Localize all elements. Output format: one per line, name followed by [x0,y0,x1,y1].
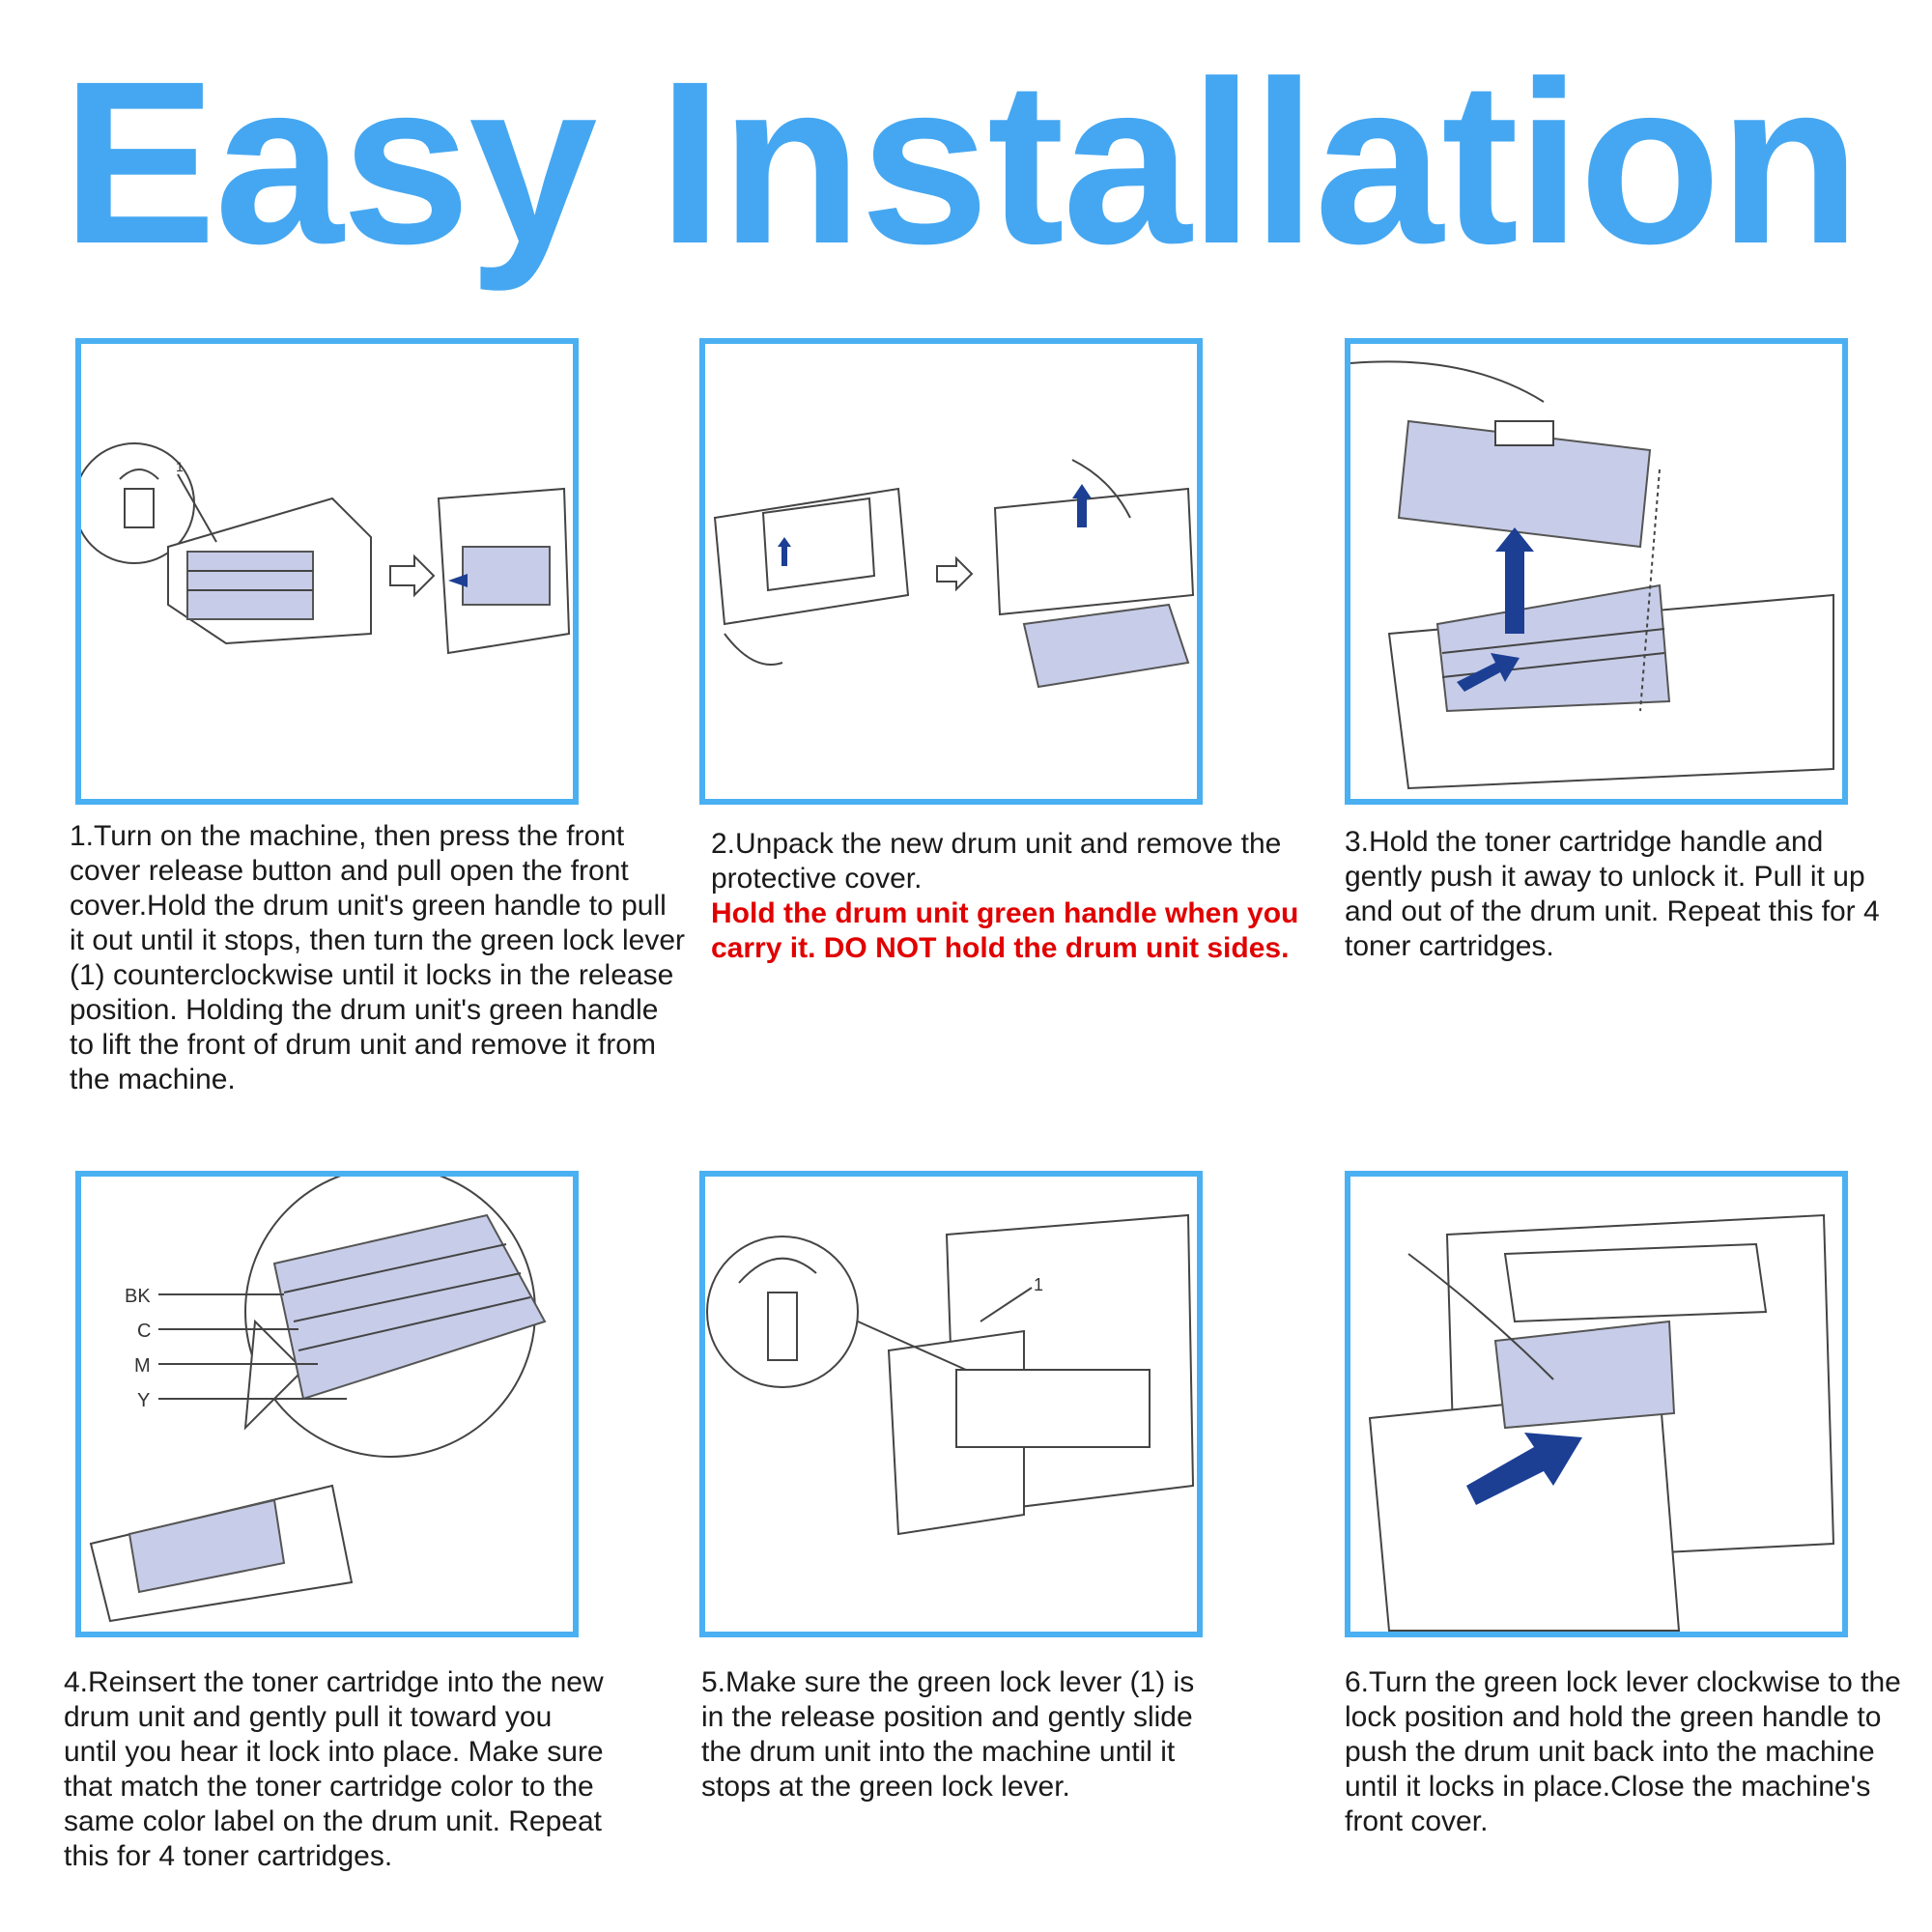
step-2-description: 2.Unpack the new drum unit and remove th… [711,827,1310,966]
step-1-text: 1.Turn on the machine, then press the fr… [70,820,686,1095]
step-5-text: 5.Make sure the green lock lever (1) is … [701,1666,1195,1803]
label-m: M [134,1355,151,1377]
step-2-text: 2.Unpack the new drum unit and remove th… [711,828,1282,895]
step-1-callout: 1 [176,459,184,474]
step-1-illustration: 1 [75,338,579,805]
label-y: Y [137,1390,150,1411]
step-4-text: 4.Reinsert the toner cartridge into the … [64,1666,604,1872]
step-3-text: 3.Hold the toner cartridge handle and ge… [1345,826,1880,962]
step-5-illustration: 1 [699,1171,1203,1637]
label-c: C [137,1321,151,1342]
step-2-warning: Hold the drum unit green handle when you… [711,897,1299,964]
step-2-illustration [699,338,1203,805]
page-title: Easy Installation [62,33,1861,292]
step-5-callout: 1 [1034,1275,1043,1294]
step-6-illustration [1345,1171,1848,1637]
step-4-illustration: BK C M Y [75,1171,579,1637]
step-6-text: 6.Turn the green lock lever clockwise to… [1345,1666,1901,1837]
label-bk: BK [125,1286,151,1307]
step-3-illustration [1345,338,1848,805]
